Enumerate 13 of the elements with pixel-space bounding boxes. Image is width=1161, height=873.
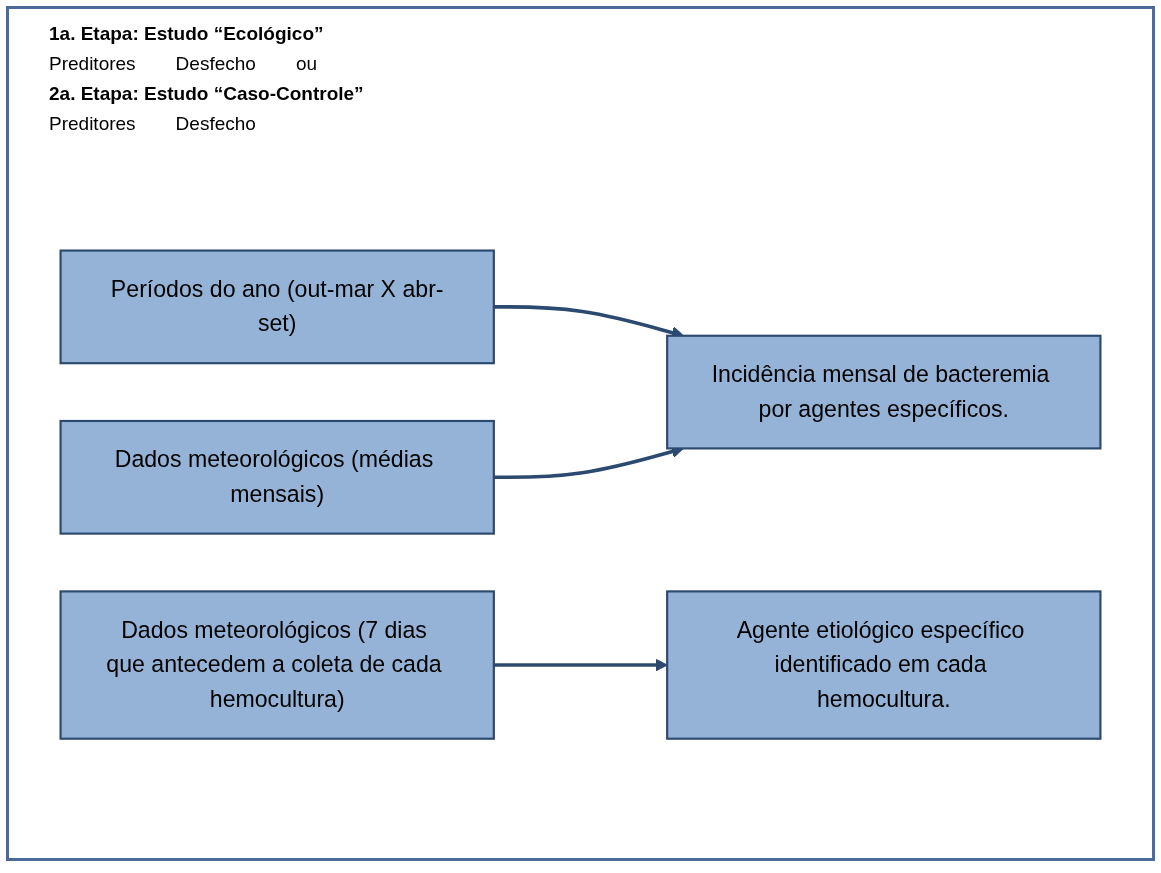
column-label: ou	[295, 53, 318, 75]
column-label: Preditores	[49, 53, 136, 75]
section-heading: 1a. Etapa: Estudo “Ecológico”	[49, 23, 325, 45]
node-box: Agente etiológico específico identificado em cada hemocultura.	[666, 590, 1102, 740]
node-box: Dados meteorológicos (médias mensais)	[59, 419, 495, 535]
column-label: Desfecho	[175, 53, 256, 75]
node-box: Incidência mensal de bacteremia por agentes específicos.	[666, 334, 1102, 450]
node-box: Períodos do ano (out-mar X abr-set)	[59, 249, 495, 365]
arrow	[493, 658, 668, 672]
column-label: Preditores	[49, 113, 136, 135]
node-box: Dados meteorológicos (7 dias que antecedem a coleta de cada hemocultura)	[59, 590, 495, 740]
column-label: Desfecho	[175, 113, 256, 135]
section-heading: 2a. Etapa: Estudo “Caso-Controle”	[49, 83, 365, 105]
